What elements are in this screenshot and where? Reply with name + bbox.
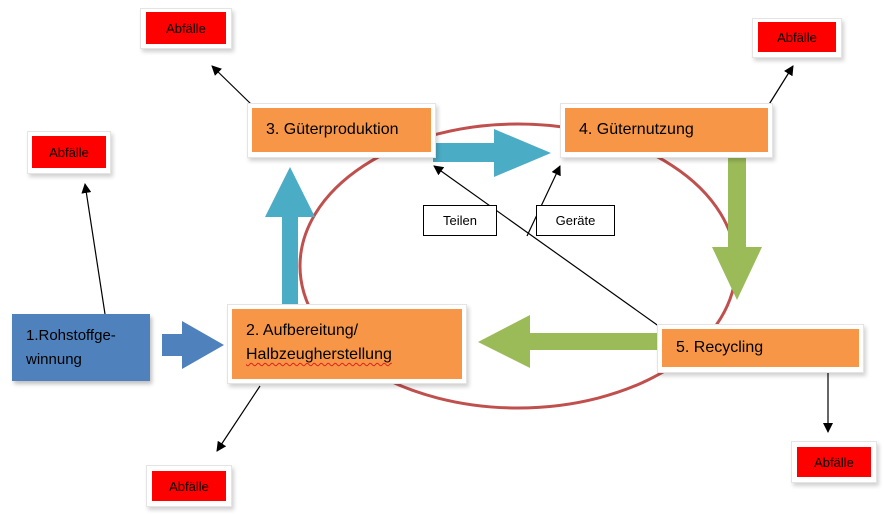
waste-line-nutzung xyxy=(767,65,794,107)
stage-rohstoff-line2: winnung xyxy=(26,351,82,368)
waste-box-top-left: Abfälle xyxy=(146,12,226,44)
arrow-produktion-to-nutzung xyxy=(433,129,551,177)
stage-recycling-label: 5. Recycling xyxy=(676,339,764,356)
stage-aufbereitung-line1: 2. Aufbereitung/ xyxy=(246,322,359,339)
waste-label: Abfälle xyxy=(49,144,89,160)
line-recycling-to-nutzung xyxy=(526,165,561,237)
arrow-nutzung-to-recycling xyxy=(712,158,762,300)
stage-gueternutzung-label: 4. Güternutzung xyxy=(579,121,694,138)
stage-gueternutzung: 4. Güternutzung xyxy=(565,108,768,152)
waste-box-top-right: Abfälle xyxy=(758,22,836,52)
waste-label: Abfälle xyxy=(777,29,817,45)
waste-box-bottom-left: Abfälle xyxy=(152,471,226,501)
arrow-aufbereitung-to-produktion xyxy=(265,167,315,307)
waste-box-left: Abfälle xyxy=(32,136,106,168)
waste-label: Abfälle xyxy=(169,478,209,494)
stage-rohstoff-line1: 1.Rohstoffge- xyxy=(26,327,116,344)
stage-recycling: 5. Recycling xyxy=(662,329,859,367)
waste-label: Abfälle xyxy=(814,454,854,470)
waste-box-bottom-right: Abfälle xyxy=(797,447,871,477)
waste-line-aufbereitung xyxy=(216,385,261,452)
waste-line-produktion xyxy=(211,65,253,106)
stage-aufbereitung-line2: Halbzeugherstellung xyxy=(246,346,392,363)
label-geraete-text: Geräte xyxy=(555,213,596,228)
arrow-rohstoff-to-aufbereitung xyxy=(162,321,224,369)
waste-line-rohstoff xyxy=(81,183,106,315)
stage-aufbereitung: 2. Aufbereitung/ Halbzeugherstellung xyxy=(232,309,462,379)
label-teilen-text: Teilen xyxy=(443,213,477,228)
stage-gueterproduktion-label: 3. Güterproduktion xyxy=(266,121,399,138)
label-teilen: Teilen xyxy=(423,205,497,236)
label-geraete: Geräte xyxy=(536,205,615,236)
stage-rohstoffgewinnung: 1.Rohstoffge- winnung xyxy=(12,314,150,381)
waste-label: Abfälle xyxy=(166,20,206,36)
stage-gueterproduktion: 3. Güterproduktion xyxy=(252,108,431,152)
arrow-recycling-to-aufbereitung xyxy=(478,315,662,368)
line-recycling-to-produktion xyxy=(433,165,661,328)
